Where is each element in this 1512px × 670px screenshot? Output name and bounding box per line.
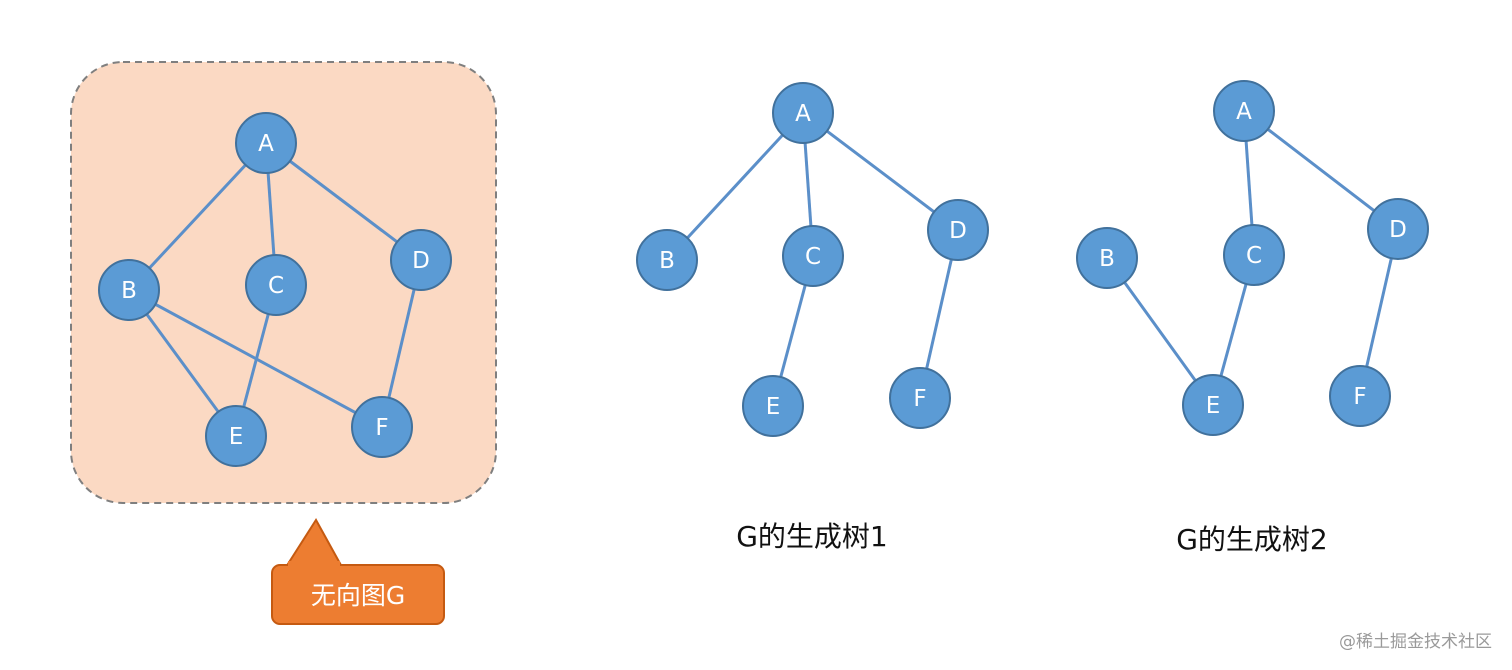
g-node-a-label: A bbox=[258, 131, 274, 157]
g-node-a-circle bbox=[235, 112, 297, 174]
t2-node-c-circle bbox=[1223, 224, 1285, 286]
t1-node-d-label: D bbox=[949, 218, 967, 244]
g-node-f-circle bbox=[351, 396, 413, 458]
g-node-b-label: B bbox=[121, 278, 137, 304]
t1-node-e: E bbox=[742, 375, 804, 437]
g-node-e-label: E bbox=[229, 424, 244, 450]
g-node-a: A bbox=[235, 112, 297, 174]
g-edge-a-b bbox=[127, 141, 268, 292]
callout-label: 无向图G bbox=[311, 581, 405, 610]
spanning-tree-1-caption: G的生成树1 bbox=[736, 520, 888, 553]
t2-node-b-label: B bbox=[1099, 246, 1115, 272]
t1-node-f-label: F bbox=[913, 386, 926, 412]
g-node-d-label: D bbox=[412, 248, 430, 274]
g-node-d: D bbox=[390, 229, 452, 291]
g-node-e-circle bbox=[205, 405, 267, 467]
g-node-c-circle bbox=[245, 254, 307, 316]
callout-joint bbox=[288, 561, 340, 569]
t1-node-d: D bbox=[927, 199, 989, 261]
t2-node-a-circle bbox=[1213, 80, 1275, 142]
spanning-tree-1: A B C D E F bbox=[636, 82, 989, 437]
t1-node-a: A bbox=[772, 82, 834, 144]
t1-node-c: C bbox=[782, 225, 844, 287]
callout-box bbox=[271, 564, 445, 625]
t1-node-a-circle bbox=[772, 82, 834, 144]
graph-g-callout: 无向图G bbox=[271, 518, 445, 625]
g-node-c-label: C bbox=[268, 273, 284, 299]
spanning-tree-2-nodes: A B C D E F bbox=[1076, 80, 1429, 436]
g-node-f-label: F bbox=[375, 415, 388, 441]
t2-node-d-circle bbox=[1367, 198, 1429, 260]
t2-node-a-label: A bbox=[1236, 99, 1252, 125]
t2-node-a: A bbox=[1213, 80, 1275, 142]
t2-node-f: F bbox=[1329, 365, 1391, 427]
t1-node-e-label: E bbox=[766, 394, 781, 420]
spanning-tree-1-nodes: A B C D E F bbox=[636, 82, 989, 437]
t2-node-d: D bbox=[1367, 198, 1429, 260]
t1-edge-a-b bbox=[665, 111, 805, 262]
graph-g: A B C D E F bbox=[98, 112, 452, 467]
spanning-tree-2-caption: G的生成树2 bbox=[1176, 523, 1328, 556]
t1-node-c-label: C bbox=[805, 244, 821, 270]
t2-node-f-label: F bbox=[1353, 384, 1366, 410]
g-node-b: B bbox=[98, 259, 160, 321]
graph-g-nodes: A B C D E F bbox=[98, 112, 452, 467]
g-node-d-circle bbox=[390, 229, 452, 291]
spanning-tree-2: A B C D E F bbox=[1076, 80, 1429, 436]
t2-node-b: B bbox=[1076, 227, 1138, 289]
t2-node-e-label: E bbox=[1206, 393, 1221, 419]
t1-node-f-circle bbox=[889, 367, 951, 429]
t2-node-e-circle bbox=[1182, 374, 1244, 436]
t2-node-d-label: D bbox=[1389, 217, 1407, 243]
t1-node-b-circle bbox=[636, 229, 698, 291]
t1-node-e-circle bbox=[742, 375, 804, 437]
t2-node-b-circle bbox=[1076, 227, 1138, 289]
g-edge-a-d bbox=[265, 141, 422, 262]
t2-node-f-circle bbox=[1329, 365, 1391, 427]
t1-node-f: F bbox=[889, 367, 951, 429]
t2-node-c: C bbox=[1223, 224, 1285, 286]
t2-node-e: E bbox=[1182, 374, 1244, 436]
callout-pointer bbox=[284, 518, 344, 568]
g-node-f: F bbox=[351, 396, 413, 458]
t1-node-b: B bbox=[636, 229, 698, 291]
t2-edge-a-d bbox=[1243, 109, 1399, 231]
watermark: @稀土掘金技术社区 bbox=[1339, 632, 1492, 652]
g-node-e: E bbox=[205, 405, 267, 467]
t1-node-a-label: A bbox=[795, 101, 811, 127]
g-node-b-circle bbox=[98, 259, 160, 321]
t2-node-c-label: C bbox=[1246, 243, 1262, 269]
t1-edge-a-d bbox=[802, 111, 959, 232]
t1-node-c-circle bbox=[782, 225, 844, 287]
t1-node-d-circle bbox=[927, 199, 989, 261]
t1-node-b-label: B bbox=[659, 248, 675, 274]
g-node-c: C bbox=[245, 254, 307, 316]
